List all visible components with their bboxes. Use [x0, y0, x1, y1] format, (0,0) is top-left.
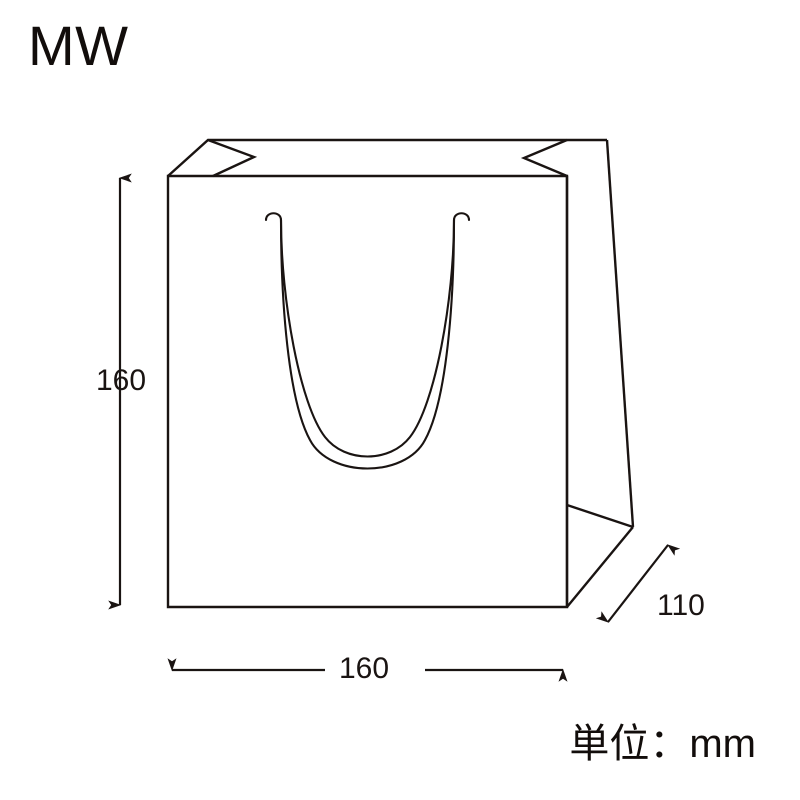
depth-dimension-label: 110	[657, 589, 705, 622]
bottom-gusset-diagonal	[566, 526, 634, 608]
rope-handle	[264, 212, 471, 470]
height-dimension-label: 160	[96, 364, 147, 397]
front-panel	[166, 174, 569, 609]
bag-outline	[166, 138, 635, 609]
top-flap-left-triangle	[207, 138, 258, 178]
side-panel-bottom-fold	[566, 503, 634, 529]
depth-dimension	[595, 544, 681, 623]
depth-dimension-line	[595, 544, 681, 623]
rope-handle-outer-curve	[264, 212, 471, 470]
unit-note: 単位：mm	[569, 722, 756, 766]
rope-handle-inner-curve	[279, 218, 456, 458]
side-panel-top-fold	[520, 138, 568, 178]
width-dimension-label: 160	[339, 652, 390, 685]
top-flap-back-edge	[167, 138, 607, 177]
page-title: MW	[28, 14, 129, 77]
side-panel-right-edge	[605, 139, 635, 528]
